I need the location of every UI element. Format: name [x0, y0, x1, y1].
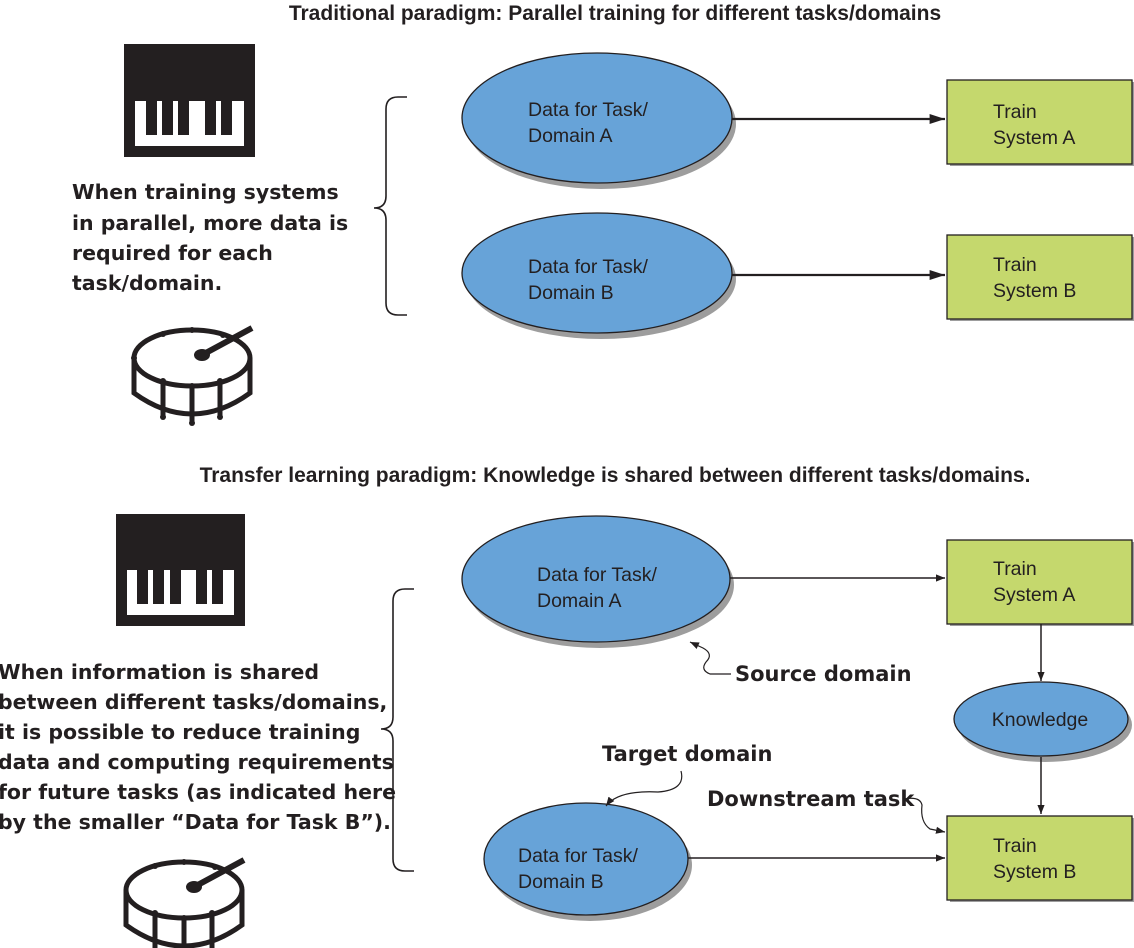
svg-text:Domain B: Domain B [518, 871, 604, 893]
svg-text:System B: System B [993, 861, 1076, 883]
brace [373, 96, 407, 316]
svg-text:task/domain.: task/domain. [72, 271, 222, 295]
source-domain-label: Source domain [735, 662, 912, 686]
drum-icon [131, 325, 254, 426]
svg-text:Data for Task/: Data for Task/ [537, 564, 658, 586]
data-domain-a-node: Data for Task/ Domain A [461, 52, 736, 189]
svg-text:for future tasks (as indicated: for future tasks (as indicated here [0, 780, 396, 804]
svg-text:data and computing requirement: data and computing requirements [0, 750, 394, 774]
svg-text:System A: System A [993, 584, 1075, 606]
svg-text:Knowledge: Knowledge [992, 709, 1089, 731]
train-system-b-node: Train System B [946, 234, 1134, 321]
traditional-title: Traditional paradigm: Parallel training … [289, 2, 941, 25]
svg-text:Domain B: Domain B [528, 282, 614, 304]
transfer-title: Transfer learning paradigm: Knowledge is… [200, 464, 1031, 487]
svg-text:Train: Train [993, 558, 1037, 580]
svg-text:System A: System A [993, 127, 1075, 149]
knowledge-node: Knowledge [953, 681, 1132, 762]
downstream-task-pointer [903, 797, 946, 834]
traditional-description: When training systems in parallel, more … [72, 180, 348, 295]
svg-text:When information is shared: When information is shared [0, 660, 319, 684]
train-system-a-node: Train System A [946, 539, 1134, 626]
svg-text:required for each: required for each [72, 241, 273, 265]
drum-icon [123, 857, 246, 948]
svg-text:Data for Task/: Data for Task/ [528, 256, 649, 278]
svg-text:in parallel, more data is: in parallel, more data is [72, 211, 348, 235]
source-domain-pointer [689, 641, 731, 675]
piano-keyboard-icon [124, 44, 255, 157]
train-system-b-node: Train System B [946, 815, 1134, 902]
svg-text:Domain A: Domain A [537, 590, 622, 612]
svg-text:Train: Train [993, 254, 1037, 276]
svg-text:it is possible to reduce train: it is possible to reduce training [0, 720, 360, 744]
svg-text:between different tasks/domain: between different tasks/domains, [0, 690, 387, 714]
piano-keyboard-icon [116, 514, 245, 626]
data-domain-a-node: Data for Task/ Domain A [461, 515, 734, 648]
brace [380, 588, 414, 872]
svg-text:Train: Train [993, 835, 1037, 857]
svg-text:by the smaller “Data for Task: by the smaller “Data for Task B”). [0, 810, 391, 834]
target-domain-pointer [605, 770, 683, 807]
svg-text:When training systems: When training systems [72, 180, 339, 204]
svg-text:Train: Train [993, 101, 1037, 123]
svg-text:Data for Task/: Data for Task/ [518, 845, 639, 867]
svg-text:Domain A: Domain A [528, 125, 613, 147]
svg-text:Data for Task/: Data for Task/ [528, 99, 649, 121]
transfer-description: When information is shared between diffe… [0, 660, 396, 834]
downstream-task-label: Downstream task [707, 787, 915, 811]
data-domain-b-node: Data for Task/ Domain B [461, 212, 736, 339]
target-domain-label: Target domain [602, 742, 772, 766]
svg-text:System B: System B [993, 280, 1076, 302]
train-system-a-node: Train System A [946, 79, 1134, 166]
data-domain-b-node: Data for Task/ Domain B [483, 802, 692, 921]
